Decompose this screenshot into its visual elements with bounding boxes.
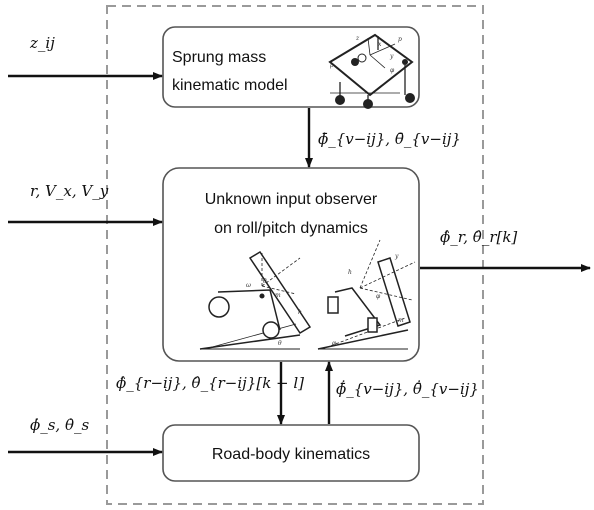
input-z-label: z_ij: [29, 34, 55, 52]
system-boundary: [106, 5, 484, 505]
svg-text:θ: θ: [278, 340, 282, 347]
sprung-to-observer-label: ϕ̄_{v−ij}, θ̄_{v−ij}: [318, 130, 461, 148]
vehicle-wheels: [335, 58, 415, 109]
svg-text:φ: φ: [332, 340, 337, 347]
svg-text:φ: φ: [390, 67, 395, 74]
road-body-block: Road-body kinematics: [162, 424, 420, 482]
observer-block: Unknown input observer on roll/pitch dyn…: [162, 167, 420, 362]
right-vehicle-illustration: [317, 239, 416, 350]
observer-title-line2: on roll/pitch dynamics: [214, 220, 368, 237]
sprung-mass-title-line1: Sprung mass: [172, 49, 266, 66]
svg-text:p: p: [398, 36, 402, 43]
observer-to-road-label: ϕ̂_{r−ij}, θ̂_{r−ij}[k − l]: [116, 374, 304, 392]
road-body-title: Road-body kinematics: [212, 446, 370, 463]
left-vehicle-illustration: [199, 250, 312, 350]
observer-title-line1: Unknown input observer: [205, 191, 378, 208]
svg-text:y: y: [394, 253, 399, 260]
center-of-mass-marker: [357, 53, 367, 63]
svg-text:m: m: [275, 292, 281, 299]
input-velocity-label: r, V_x, V_y: [30, 182, 109, 200]
svg-text:y: y: [389, 53, 394, 60]
svg-text:φ: φ: [376, 293, 381, 300]
sprung-mass-title-line2: kinematic model: [172, 77, 288, 94]
svg-text:h: h: [348, 269, 352, 276]
svg-text:h: h: [298, 309, 302, 316]
svg-text:ρ: ρ: [329, 62, 334, 69]
input-road-rate-label: ϕ̇_s, θ̇_s: [30, 416, 89, 434]
observer-output-label: ϕ̂_r, θ̂_r[k]: [440, 228, 517, 246]
signal-arrows: [8, 72, 591, 456]
svg-text:z: z: [355, 35, 360, 42]
svg-text:m: m: [398, 317, 404, 324]
frame-axis-labels: z xy ρ φ p: [329, 35, 402, 74]
sprung-mass-block: Sprung mass kinematic model z xy ρ φ p: [162, 26, 420, 109]
left-vehicle-labels: θ h m θ ω: [246, 278, 302, 347]
road-to-observer-label: ϕ̄̇_{v−ij}, θ̄̇_{v−ij}: [336, 380, 479, 398]
svg-text:ω: ω: [246, 282, 251, 289]
svg-text:θ: θ: [263, 278, 267, 285]
right-vehicle-labels: h φ m φ y: [332, 253, 404, 347]
svg-text:x: x: [378, 41, 382, 48]
